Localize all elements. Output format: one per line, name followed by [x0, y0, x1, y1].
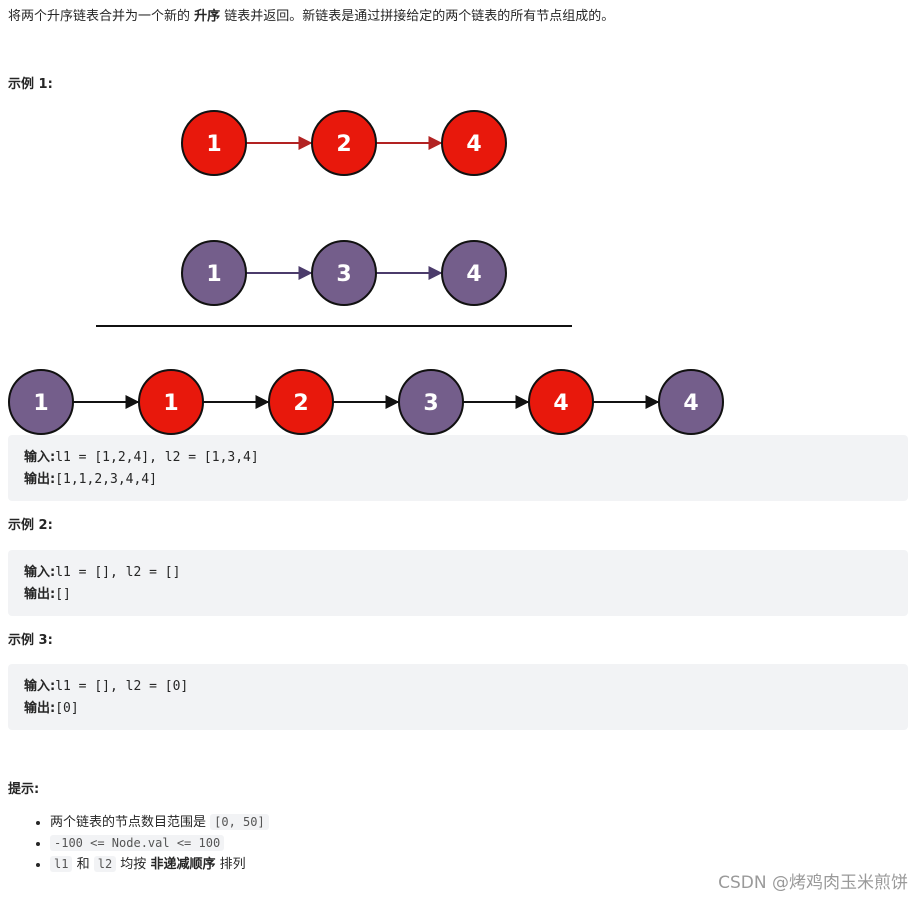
merged-node-2 — [138, 369, 204, 435]
list2-node-label-1: 1 — [206, 262, 221, 287]
hint-code: l2 — [93, 856, 117, 872]
example2-output-line: 输出:[] — [24, 584, 892, 606]
example1-title: 示例 1: — [8, 77, 53, 92]
output-value: [] — [55, 587, 71, 602]
output-label: 输出: — [24, 472, 56, 487]
hint-item: 两个链表的节点数目范围是 [0, 50] — [50, 812, 269, 833]
example3-io: 输入:l1 = [], l2 = [0] 输出:[0] — [8, 664, 908, 730]
example1-output-line: 输出:[1,1,2,3,4,4] — [24, 469, 892, 491]
list2-node-1 — [181, 240, 247, 306]
input-label: 输入: — [24, 565, 56, 580]
list1-node-label-1: 1 — [206, 132, 221, 157]
list2-node-2 — [311, 240, 377, 306]
example2-input-line: 输入:l1 = [], l2 = [] — [24, 562, 892, 584]
hint-code: [0, 50] — [210, 814, 269, 830]
list1-node-1 — [181, 110, 247, 176]
merged-node-label-6: 4 — [683, 391, 698, 416]
list1: 1 2 4 — [181, 110, 507, 176]
list1-node-2 — [311, 110, 377, 176]
list2-node-label-3: 4 — [466, 262, 481, 287]
hint-code: -100 <= Node.val <= 100 — [50, 835, 225, 851]
merged-node-1 — [8, 369, 74, 435]
hint-text: 均按 — [116, 857, 151, 872]
csdn-watermark: CSDN @烤鸡肉玉米煎饼 — [718, 873, 908, 893]
intro-bold-ascending: 升序 — [194, 9, 221, 24]
input-value: l1 = [1,2,4], l2 = [1,3,4] — [55, 450, 259, 465]
example1-input-line: 输入:l1 = [1,2,4], l2 = [1,3,4] — [24, 447, 892, 469]
merged-node-3 — [268, 369, 334, 435]
merged-node-4 — [398, 369, 464, 435]
hint-bold: 非递减顺序 — [150, 857, 216, 872]
example3-output-line: 输出:[0] — [24, 698, 892, 720]
example2-title: 示例 2: — [8, 518, 53, 533]
problem-description: 将两个升序链表合并为一个新的 升序 链表并返回。新链表是通过拼接给定的两个链表的… — [8, 8, 614, 26]
example3-title: 示例 3: — [8, 633, 53, 648]
merged-node-label-4: 3 — [423, 391, 438, 416]
list2: 1 3 4 — [181, 240, 507, 306]
list1-node-label-3: 4 — [466, 132, 481, 157]
output-value: [0] — [55, 701, 79, 716]
merged-list: 1 1 2 3 4 4 — [8, 369, 724, 435]
merged-node-5 — [528, 369, 594, 435]
merged-node-label-3: 2 — [293, 391, 308, 416]
input-value: l1 = [], l2 = [] — [55, 565, 181, 580]
hint-text: 两个链表的节点数目范围是 — [50, 815, 211, 830]
hint-item: -100 <= Node.val <= 100 — [50, 833, 269, 854]
merged-node-label-5: 4 — [553, 391, 568, 416]
example1-io: 输入:l1 = [1,2,4], l2 = [1,3,4] 输出:[1,1,2,… — [8, 435, 908, 501]
hints-title: 提示: — [8, 782, 40, 797]
merged-node-label-2: 1 — [163, 391, 178, 416]
list1-node-label-2: 2 — [336, 132, 351, 157]
intro-text: 将两个升序链表合并为一个新的 — [8, 9, 195, 24]
output-label: 输出: — [24, 587, 56, 602]
example3-input-line: 输入:l1 = [], l2 = [0] — [24, 676, 892, 698]
output-value: [1,1,2,3,4,4] — [55, 472, 157, 487]
example2-io: 输入:l1 = [], l2 = [] 输出:[] — [8, 550, 908, 616]
input-label: 输入: — [24, 450, 56, 465]
list1-node-3 — [441, 110, 507, 176]
merged-node-6 — [658, 369, 724, 435]
input-value: l1 = [], l2 = [0] — [55, 679, 189, 694]
hint-text: 排列 — [215, 857, 246, 872]
output-label: 输出: — [24, 701, 56, 716]
hint-item: l1 和 l2 均按 非递减顺序 排列 — [50, 854, 269, 875]
intro-text-end: 链表并返回。新链表是通过拼接给定的两个链表的所有节点组成的。 — [220, 9, 615, 24]
hint-code: l1 — [50, 856, 73, 872]
merged-node-label-1: 1 — [33, 391, 48, 416]
list2-node-3 — [441, 240, 507, 306]
list2-node-label-2: 3 — [336, 262, 351, 287]
hints-list: 两个链表的节点数目范围是 [0, 50] -100 <= Node.val <=… — [8, 812, 269, 875]
input-label: 输入: — [24, 679, 56, 694]
linked-list-diagram: 1 2 4 1 3 4 1 1 2 3 4 4 — [8, 110, 724, 435]
hint-text: 和 — [72, 857, 94, 872]
